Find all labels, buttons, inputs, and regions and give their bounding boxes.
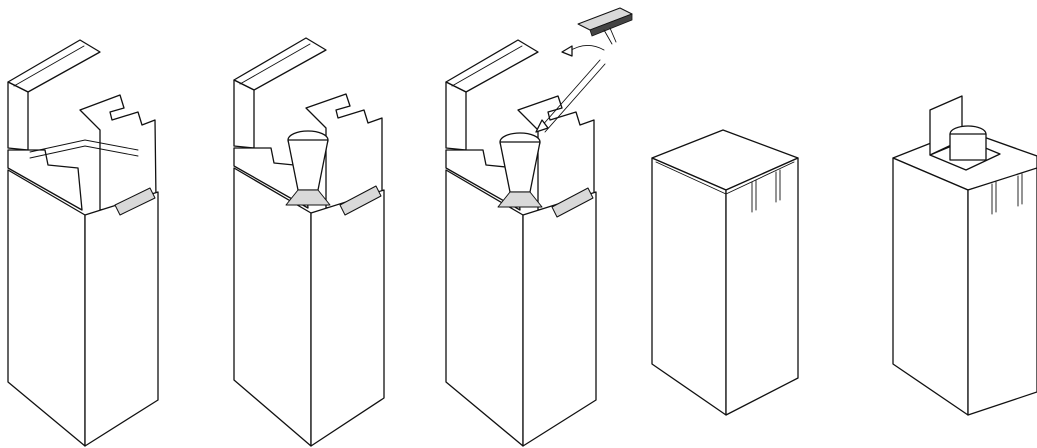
tuck-flap	[551, 187, 594, 218]
insert-arrow	[539, 59, 601, 129]
box-front-left	[651, 157, 727, 416]
tuck-flap	[114, 187, 156, 216]
insert-base	[285, 189, 331, 206]
panel-1-open-box	[7, 39, 159, 447]
panel-4-closed-box	[651, 129, 799, 416]
insert-cup-body	[949, 133, 987, 161]
insert-arrow-head	[535, 119, 549, 133]
top-flap-side	[445, 81, 467, 151]
side-flap-right	[517, 95, 595, 211]
top-flap-back	[7, 39, 101, 93]
top-flap-side	[233, 79, 255, 149]
panel-2-box-with-insert	[233, 37, 385, 447]
inner-flap-left	[7, 149, 83, 211]
tuck-flap	[339, 185, 382, 216]
panel-5-box-with-insert	[892, 95, 1037, 416]
panel-3-box-with-tool	[445, 7, 633, 447]
box-front-right	[967, 167, 1037, 416]
top-flap-back	[233, 37, 327, 91]
top-flap-side	[7, 81, 29, 151]
box-front-left	[233, 167, 312, 447]
box-front-left	[7, 169, 86, 447]
box-front-right	[522, 191, 597, 447]
tool-grip	[589, 13, 633, 37]
box-front-left	[892, 157, 969, 416]
top-flap-back	[445, 39, 539, 93]
box-front-right	[310, 189, 385, 447]
rotate-arrow	[567, 45, 605, 53]
box-front-left	[445, 169, 524, 447]
box-front-right	[725, 157, 799, 416]
box-front-right	[84, 191, 159, 447]
insert-base	[497, 191, 543, 208]
side-flap-right	[305, 93, 383, 209]
rotate-arrow-head	[561, 45, 573, 57]
